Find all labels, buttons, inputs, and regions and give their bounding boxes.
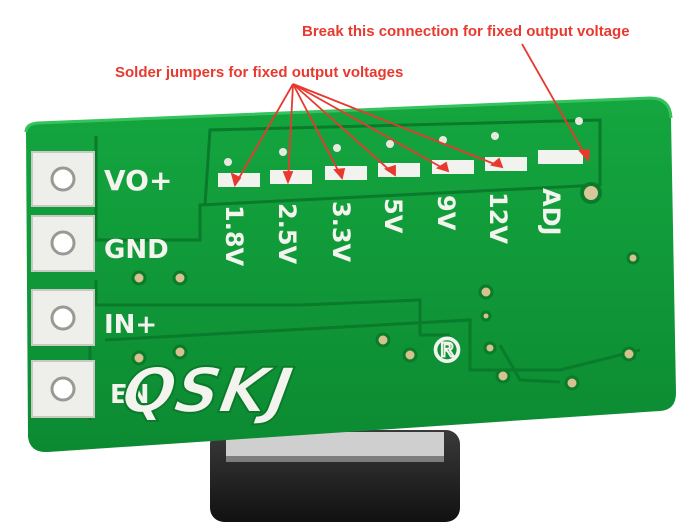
voltage-label-3-3v: 3.3V <box>327 201 355 263</box>
pin-label-vo-plus: VO+ <box>104 164 172 197</box>
vias <box>131 251 640 391</box>
voltage-label-2-5v: 2.5V <box>273 203 301 265</box>
pin-pad-vo-plus <box>31 151 95 207</box>
logo-text: QSKJ <box>117 354 298 426</box>
voltage-label-9v: 9V <box>432 195 460 231</box>
pin-pad-in-plus <box>31 289 95 346</box>
pin-pads <box>31 151 95 418</box>
adj-via <box>580 182 602 204</box>
pin-label-en: EN <box>110 380 150 410</box>
voltage-labels: 1.8V 2.5V 3.3V 5V 9V 12V ADJ <box>220 188 565 267</box>
brand-logo: QSKJ ® <box>116 330 465 428</box>
voltage-label-adj: ADJ <box>537 188 565 235</box>
voltage-label-1-8v: 1.8V <box>220 205 248 267</box>
annotation-arrows <box>230 43 591 188</box>
registered-mark: ® <box>430 331 464 371</box>
break-connection-annotation: Break this connection for fixed output v… <box>302 23 630 40</box>
jumper-12v <box>485 132 527 171</box>
pin-label-in-plus: IN+ <box>104 310 157 340</box>
pcb-board <box>24 96 676 453</box>
pin-pad-gnd <box>31 215 95 272</box>
pin-label-gnd: GND <box>104 235 169 265</box>
jumper-2-5v <box>270 148 312 184</box>
voltage-label-5v: 5V <box>379 198 407 234</box>
pin-labels: VO+ GND IN+ EN <box>104 164 172 410</box>
solder-jumpers-annotation: Solder jumpers for fixed output voltages <box>115 64 404 81</box>
pin-pad-en <box>31 360 95 418</box>
voltage-label-12v: 12V <box>484 192 512 244</box>
jumper-5v <box>378 140 420 177</box>
inductor <box>210 430 460 522</box>
jumper-adj <box>538 117 583 164</box>
